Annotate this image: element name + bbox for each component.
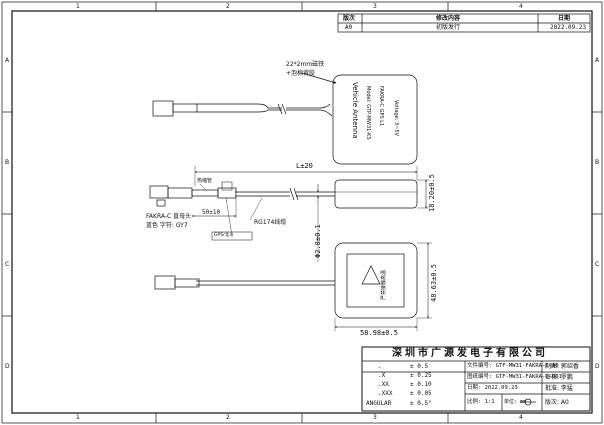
rev-row-content: 初版发行	[436, 24, 461, 31]
drawing-scale: 比例: 1:1	[467, 399, 495, 405]
zone-number-3: 3	[373, 3, 377, 10]
antenna-top-view	[152, 72, 418, 165]
tolerance-2-label: .XX	[378, 381, 389, 388]
warning-label: 严禁接触高温	[381, 269, 387, 300]
rev-header-version: 版次	[343, 15, 356, 22]
width-dimension: 58.98±0.5	[360, 329, 398, 337]
drawing-date: 日期: 2022.09.23	[467, 385, 518, 391]
rev-row-version: A0	[345, 24, 353, 31]
rev-header-content: 修改内容	[436, 15, 461, 22]
tolerance-2-value: ± 0.10	[410, 381, 432, 388]
cable-diameter-dimension: Φ2.8±0.1	[314, 224, 322, 258]
front-height-dimension: 48.63±0.5	[430, 264, 438, 302]
zone-number-2: 2	[226, 3, 230, 10]
antenna-side-view	[149, 166, 430, 262]
doc-number: 文件编号: GTF-MW31-FAKRA-C-A0	[467, 363, 559, 369]
tolerance-1-value: ± 0.25	[410, 372, 432, 379]
revision-table	[337, 13, 591, 33]
rev-row-date: 2022.09.23	[550, 24, 587, 31]
zone-letter-d-right: D	[595, 363, 600, 370]
title-block	[361, 346, 591, 412]
antenna-front-view	[154, 242, 432, 331]
foam-note: +泡棉背胶	[286, 70, 316, 77]
zone-letter-d: D	[5, 363, 10, 370]
antenna-label-voltage: Voltage: 3~5V	[393, 100, 399, 137]
tolerance-0-value: ± 0.5	[410, 363, 429, 370]
zone-letter-b: B	[5, 159, 10, 166]
magnet-note: 22*2mm磁铁	[286, 61, 325, 68]
tolerance-angular-value: ± 0.5°	[410, 400, 432, 407]
zone-letter-c-right: C	[595, 261, 600, 268]
zone-number-3-bottom: 3	[373, 414, 377, 421]
antenna-label-model: Model: GTP-MW31-KS	[365, 86, 371, 140]
approved-by: 批准: 李猛	[545, 385, 573, 392]
made-by: 制图: 郭绍香	[545, 363, 579, 370]
drawing-unit: 单位: mm	[504, 399, 527, 405]
cable-type-label: RG174线缆	[254, 219, 287, 226]
rev-header-date: 日期	[558, 15, 571, 22]
gps-tag-label: GPS/北斗	[214, 233, 234, 238]
company-name: 深圳市广源发电子有限公司	[392, 348, 548, 359]
connector-color-label: 蓝色 字符: GY7	[146, 222, 188, 229]
zone-number-4: 4	[519, 3, 523, 10]
drawing-number: 图纸编号: GTF-MW31-FAKRA-C-001	[467, 374, 562, 380]
zone-letter-c: C	[5, 261, 10, 268]
length-dimension: L±20	[296, 162, 313, 170]
side-height-dimension: 18.20±0.5	[428, 174, 436, 212]
zone-letter-a: A	[5, 57, 10, 64]
connector-type-label: FAKRA-C 直母头	[146, 213, 192, 220]
version-label: 版次: A0	[545, 399, 569, 406]
zone-letter-b-right: B	[595, 159, 600, 166]
zone-number-2-bottom: 2	[226, 414, 230, 421]
tolerance-angular-label: ANGULAR	[366, 400, 392, 407]
heat-shrink-label: 热缩管	[197, 178, 213, 184]
antenna-label-title: Vehicle Antenna	[351, 82, 359, 139]
tolerance-3-value: ± 0.05	[410, 390, 432, 397]
fifty-dimension: 50±10	[202, 209, 221, 216]
zone-number-4-bottom: 4	[519, 414, 523, 421]
reviewed-by: 审核: 罗鹏	[545, 374, 573, 381]
zone-number-1-bottom: 1	[76, 414, 80, 421]
zone-number-1: 1	[76, 3, 80, 10]
zone-letter-a-right: A	[595, 57, 600, 64]
tolerance-1-label: .X	[378, 372, 386, 379]
tolerance-0-label: .	[378, 363, 382, 370]
tolerance-3-label: .XXX	[378, 390, 393, 397]
antenna-label-connector: FAKRA-C GPS L1	[378, 86, 384, 127]
